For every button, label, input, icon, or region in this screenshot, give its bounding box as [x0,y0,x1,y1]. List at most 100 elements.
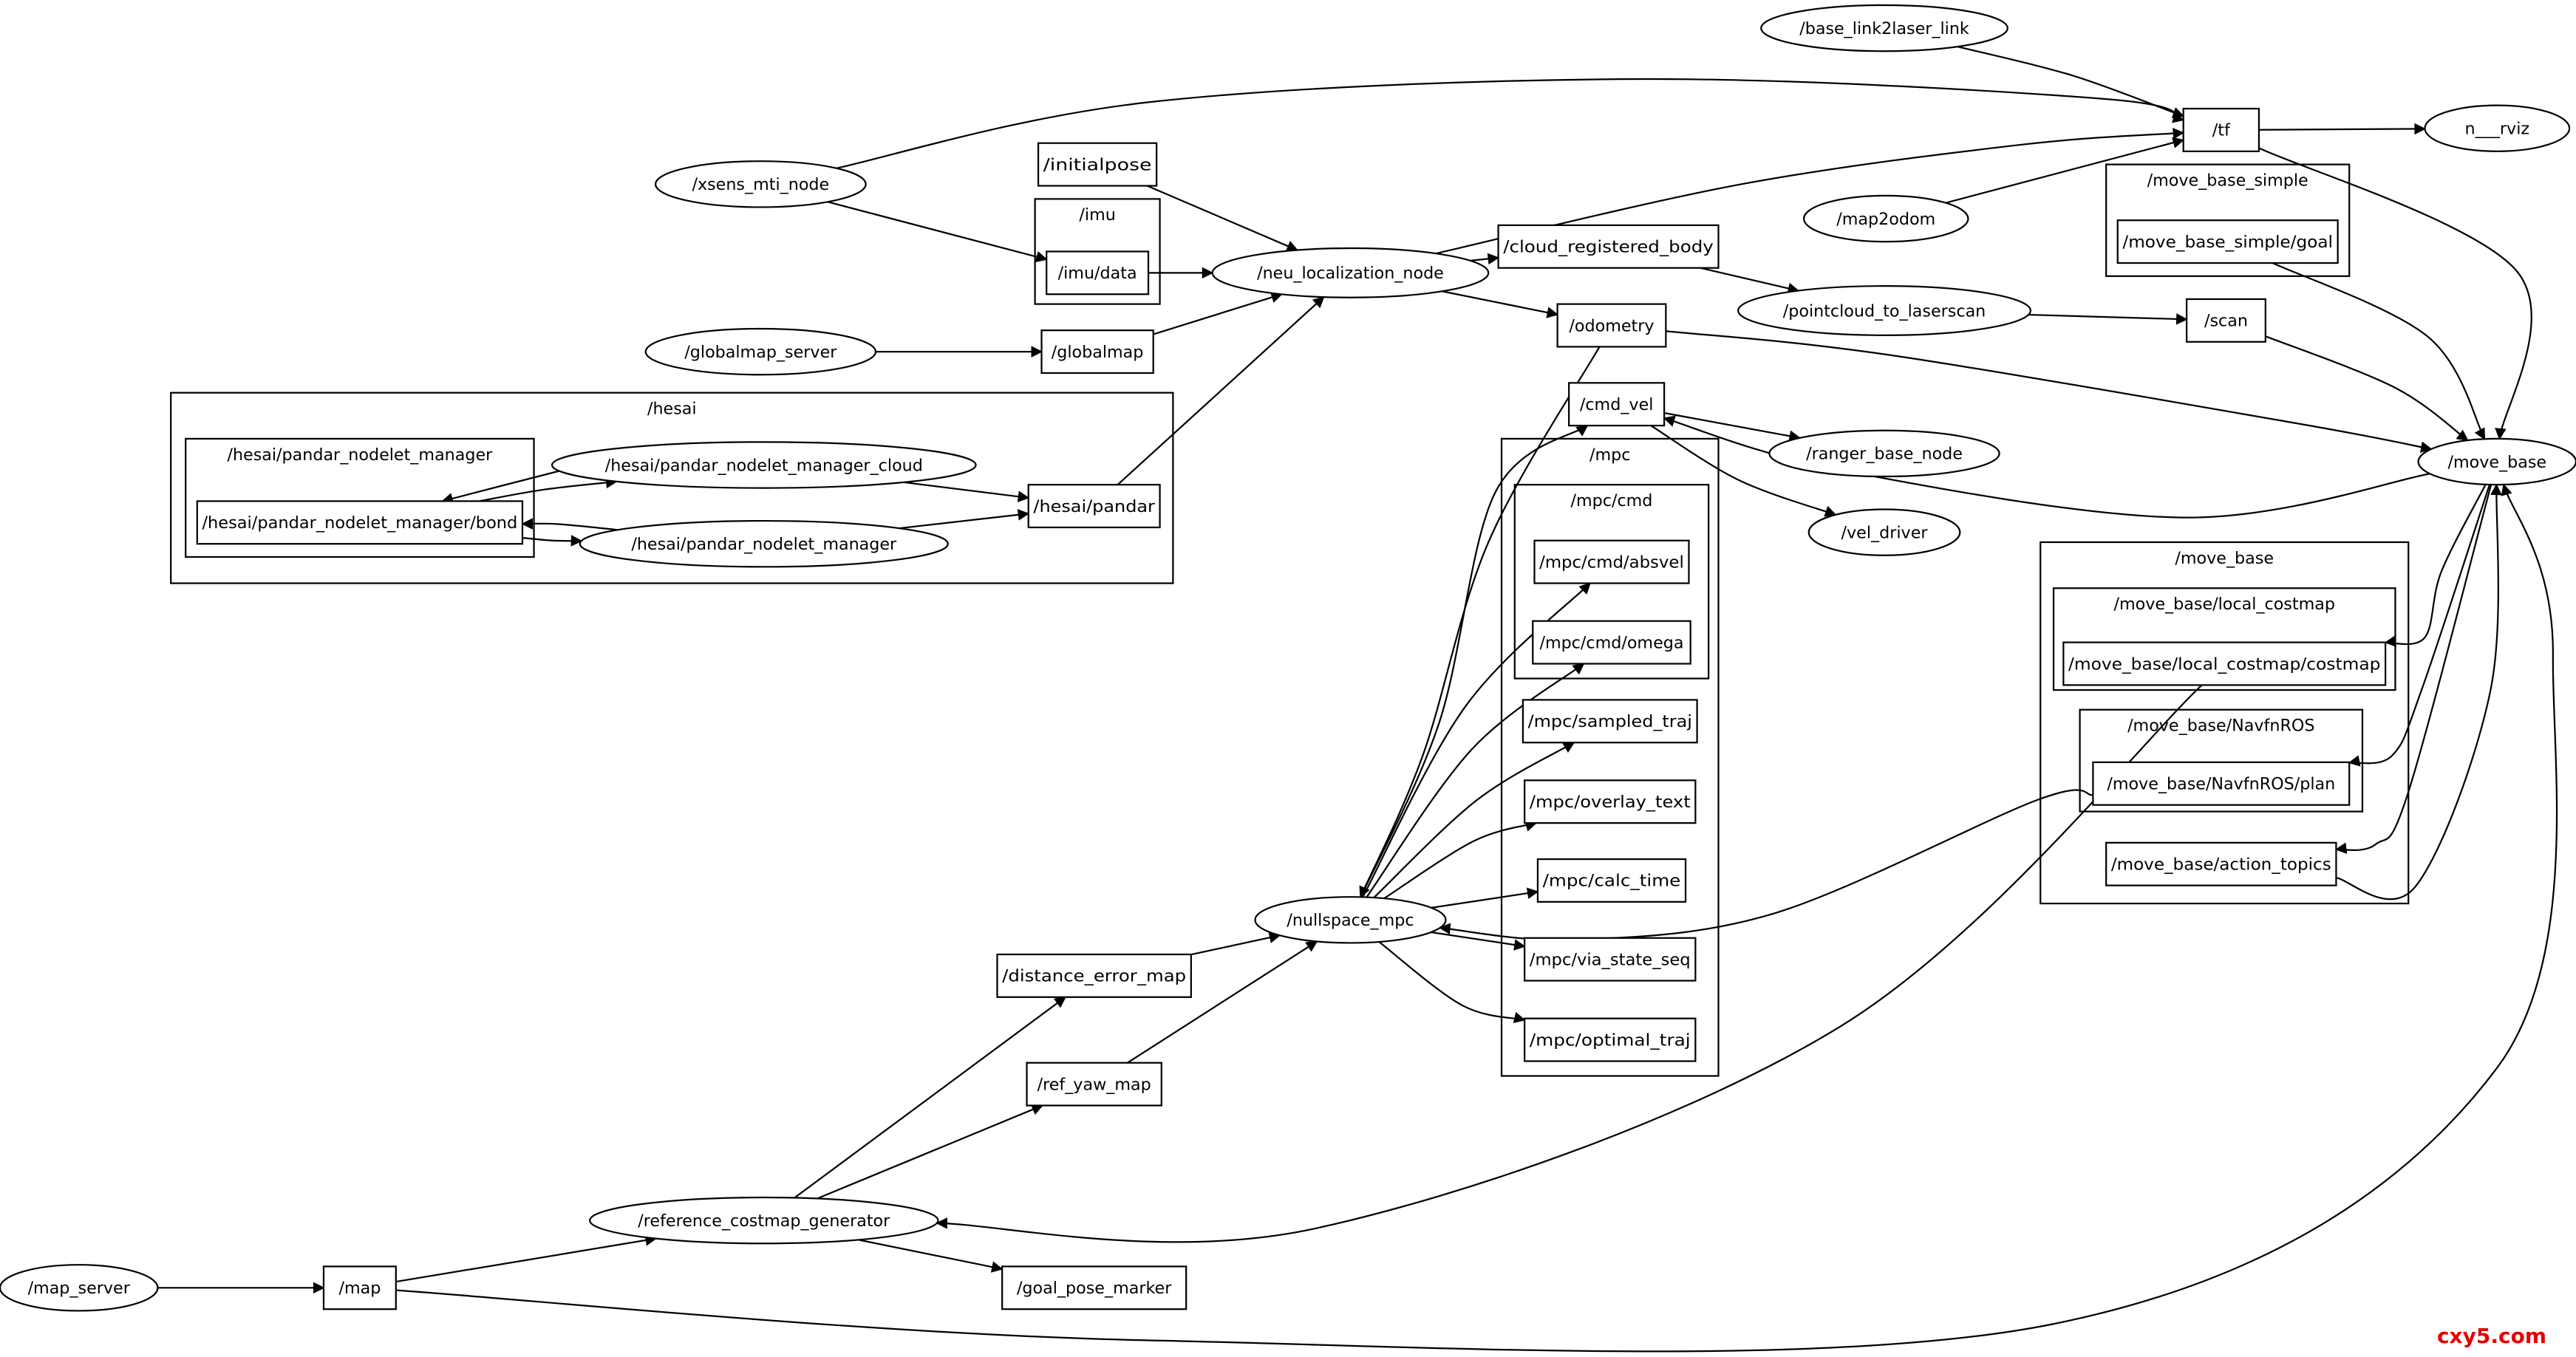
cluster-mb-navfn-rect [2079,708,2364,813]
label-goal_pose_marker: /goal_pose_marker [1017,1279,1172,1298]
base_link2laser_link-ellipse [1760,4,2008,52]
hesai_pnm-ellipse [579,519,949,568]
cluster-hesai-pnm-rect [185,437,535,558]
label-tf: /tf [2212,121,2231,140]
edge-hesai_pandar--neu_localization_node [1117,295,1325,485]
label-map_server: /map_server [28,1279,131,1298]
edge-nullspace_mpc--cmd_vel [1360,425,1589,898]
topic-scan: /scan [2185,298,2266,343]
edge-reference_costmap_generator--goal_pose_marker [858,1239,1004,1273]
topic-mpc_via_state_seq: /mpc/via_state_seq [1524,937,1697,982]
edge-base_link2laser_link--tf [1957,46,2185,118]
label-map: /map [338,1279,381,1298]
mb_plan-rect [2092,761,2351,806]
edge-map2odom--tf [1945,137,2185,204]
edge-scan--move_base [2265,335,2469,442]
ranger_base_node-ellipse [1768,429,2000,478]
edge-cmd_vel--ranger_base_node [1663,411,1802,442]
topic-distance_error_map: /distance_error_map [996,953,1192,998]
goal_pose_marker-rect [1001,1265,1188,1310]
node-ranger_base_node: /ranger_base_node [1768,429,2000,478]
hesai_bond-rect [196,500,524,545]
topic-mpc_calc_time: /mpc/calc_time [1536,858,1687,903]
cmd_vel-rect [1568,382,1666,427]
label-globalmap: /globalmap [1052,343,1144,362]
mb_action_topics-rect [2105,841,2337,886]
reference_costmap_generator-ellipse [589,1196,939,1245]
topic-mpc_optimal_traj: /mpc/optimal_traj [1524,1017,1697,1062]
topic-initialpose: /initialpose [1037,142,1158,187]
edge-map--move_base [395,483,2558,1353]
edge-move_base--mb_plan [2348,484,2491,767]
namespace-cluster-mpc-cmd: /mpc/cmd [1513,484,1710,680]
topic-mpc_absvel: /mpc/cmd/absvel [1533,539,1690,584]
edge-neu_localization_node--cloud_registered_body [1470,253,1500,265]
label-reference_costmap_generator: /reference_costmap_generator [638,1211,890,1231]
label-mpc_via_state_seq: /mpc/via_state_seq [1530,950,1691,969]
edge-cloud_registered_body--pointcloud_to_laserscan [1700,267,1800,295]
label-distance_error_map: /distance_error_map [1002,967,1186,986]
edge-mbs_goal--move_base [2272,262,2486,440]
map_server-ellipse [0,1264,159,1312]
label-mpc_optimal_traj: /mpc/optimal_traj [1530,1030,1691,1050]
topic-hesai_pandar: /hesai/pandar [1027,484,1161,529]
label-mpc_omega: /mpc/cmd/omega [1539,633,1683,652]
mb_costmap-rect [2062,641,2387,686]
label-cluster-imu: /imu [1079,205,1115,225]
globalmap-rect [1040,329,1154,375]
rviz-ellipse [2424,104,2571,152]
edge-nullspace_mpc--mpc_sampled_traj [1373,742,1575,898]
odometry-rect [1556,303,1667,348]
label-ref_yaw_map: /ref_yaw_map [1037,1075,1151,1094]
label-xsens_mti_node: /xsens_mti_node [692,175,829,194]
mpc_overlay_text-rect [1524,779,1697,824]
node-rviz: n___rviz [2424,104,2571,152]
label-cluster-mpc-cmd: /mpc/cmd [1571,491,1653,510]
label-nullspace_mpc: /nullspace_mpc [1287,911,1414,930]
edge-ref_yaw_map--nullspace_mpc [1127,940,1318,1064]
edge-nullspace_mpc--mpc_calc_time [1431,887,1539,909]
edge-distance_error_map--nullspace_mpc [1190,932,1281,956]
label-neu_localization_node: /neu_localization_node [1257,264,1444,283]
initialpose-rect [1037,142,1158,187]
edge-tf--move_base [2258,147,2532,440]
node-pointcloud_to_laserscan: /pointcloud_to_laserscan [1737,285,2032,336]
edge-cmd_vel--vel_driver [1650,425,1837,517]
pointcloud_to_laserscan-ellipse [1737,285,2032,336]
globalmap_server-ellipse [644,327,877,376]
nullspace_mpc-ellipse [1254,896,1447,944]
namespace-cluster-imu: /imu [1034,198,1161,305]
topic-odometry: /odometry [1556,303,1667,348]
node-vel_driver: /vel_driver [1807,508,1961,556]
label-cluster-move-base-simple: /move_base_simple [2147,171,2308,191]
namespace-cluster-mb-navfn: /move_base/NavfnROS [2079,708,2364,813]
mpc_absvel-rect [1533,539,1690,584]
node-nullspace_mpc: /nullspace_mpc [1254,896,1447,944]
edge-reference_costmap_generator--distance_error_map [794,996,1067,1199]
map2odom-ellipse [1802,194,1969,243]
edge-odometry--nullspace_mpc [1359,346,1601,898]
label-hesai_bond: /hesai/pandar_nodelet_manager/bond [202,513,517,533]
vel_driver-ellipse [1807,508,1961,556]
topic-mpc_sampled_traj: /mpc/sampled_traj [1522,699,1698,744]
node-globalmap_server: /globalmap_server [644,327,877,376]
label-mpc_overlay_text: /mpc/overlay_text [1530,793,1691,812]
hesai_pnm_cloud-ellipse [551,441,977,489]
label-cloud_registered_body: /cloud_registered_body [1503,238,1714,257]
ref_yaw_map-rect [1026,1062,1162,1107]
hesai_pandar-rect [1027,484,1161,529]
neu_localization_node-ellipse [1211,247,1490,298]
edge-pointcloud_to_laserscan--scan [2028,313,2188,325]
edge-nullspace_mpc--mpc_overlay_text [1383,820,1538,900]
mbs_goal-rect [2116,219,2339,264]
edge-neu_localization_node--odometry [1442,290,1559,318]
mpc_via_state_seq-rect [1524,937,1697,982]
label-cluster-mb-navfn: /move_base/NavfnROS [2127,717,2314,736]
edge-hesai_bond--hesai_pnm_cloud [479,476,618,502]
edge-nullspace_mpc--mpc_absvel [1362,582,1591,898]
node-map_server: /map_server [0,1264,159,1312]
topic-imu_data: /imu/data [1046,250,1150,295]
topic-mbs_goal: /move_base_simple/goal [2116,219,2339,264]
label-imu_data: /imu/data [1058,264,1137,283]
edge-xsens_mti_node--tf [836,78,2185,169]
